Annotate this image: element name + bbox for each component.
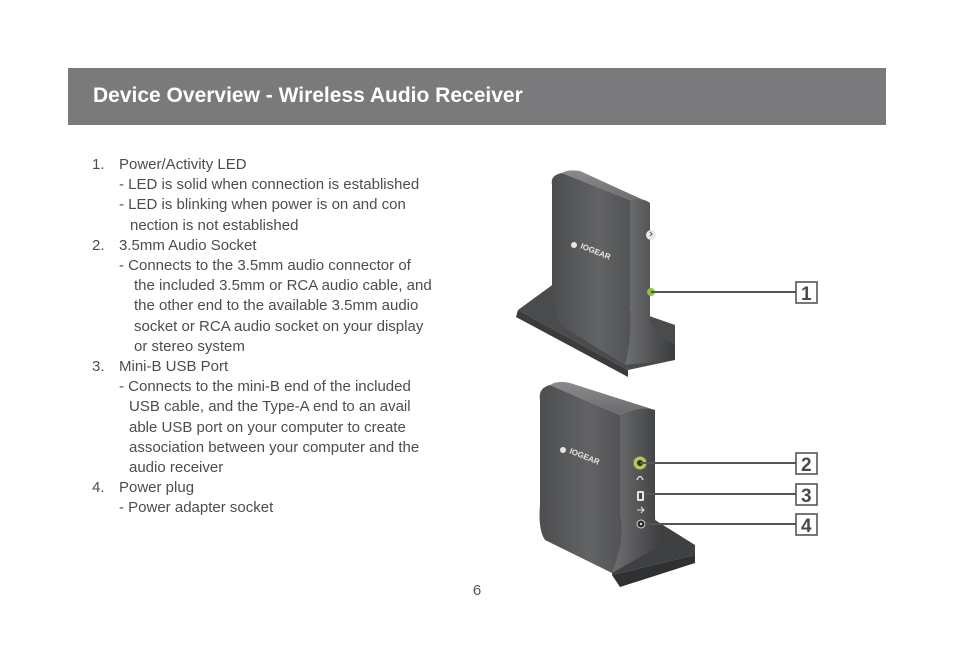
callout-label: 1 <box>801 284 812 305</box>
list-item-number: 1. <box>92 156 105 173</box>
list-item-detail: able USB port on your computer to create <box>129 418 406 436</box>
list-item-number: 3. <box>92 358 105 376</box>
list-item-title: 1.Power/Activity LED <box>92 155 472 175</box>
list-item-detail: - Connects to the mini-B end of the incl… <box>119 378 411 396</box>
page-number: 6 <box>472 582 482 599</box>
mini-usb-port-icon <box>637 491 645 514</box>
list-item-detail: the included 3.5mm or RCA audio cable, a… <box>134 277 432 295</box>
list-item-number: 2. <box>92 236 105 254</box>
receiver-front-view: IOGEAR <box>516 170 675 377</box>
list-item-detail: - Power adapter socket <box>119 499 274 517</box>
list-item-title: 3.Mini-B USB Port <box>92 357 472 377</box>
list-item-detail: - LED is blinking when power is on and c… <box>119 196 406 214</box>
page-title: Device Overview - Wireless Audio Receive… <box>93 84 523 107</box>
power-plug-icon <box>636 519 646 529</box>
callout-label: 4 <box>801 516 812 537</box>
header-bar: Device Overview - Wireless Audio Receive… <box>68 68 886 125</box>
list-item-detail: socket or RCA audio socket on your displ… <box>134 317 424 335</box>
callout-3: 3 <box>644 483 818 507</box>
callout-1: 1 <box>651 281 818 305</box>
list-item-detail: association between your computer and th… <box>129 438 420 456</box>
callout-2: 2 <box>640 452 818 476</box>
list-item-detail: nection is not established <box>130 216 299 234</box>
list-item-detail: - Connects to the 3.5mm audio connector … <box>119 257 411 275</box>
bluetooth-button-icon <box>646 230 656 240</box>
callout-4: 4 <box>645 513 818 537</box>
list-item-detail: or stereo system <box>134 337 245 355</box>
callout-label: 3 <box>801 486 812 507</box>
callout-label: 2 <box>801 455 812 476</box>
list-item-detail: - LED is solid when connection is establ… <box>119 176 420 194</box>
feature-list: 1.Power/Activity LED - LED is solid when… <box>92 155 472 519</box>
list-item-title: 4.Power plug <box>92 478 472 498</box>
list-item-detail: USB cable, and the Type-A end to an avai… <box>129 398 411 416</box>
receiver-port-view: IOGEAR <box>539 381 695 587</box>
list-item-detail: the other end to the available 3.5mm aud… <box>134 297 419 315</box>
list-item-detail: audio receiver <box>129 459 224 477</box>
list-item-title: 2.3.5mm Audio Socket <box>92 236 472 256</box>
list-item-number: 4. <box>92 479 105 497</box>
device-figure: IOGEAR IOGEAR <box>516 170 818 587</box>
